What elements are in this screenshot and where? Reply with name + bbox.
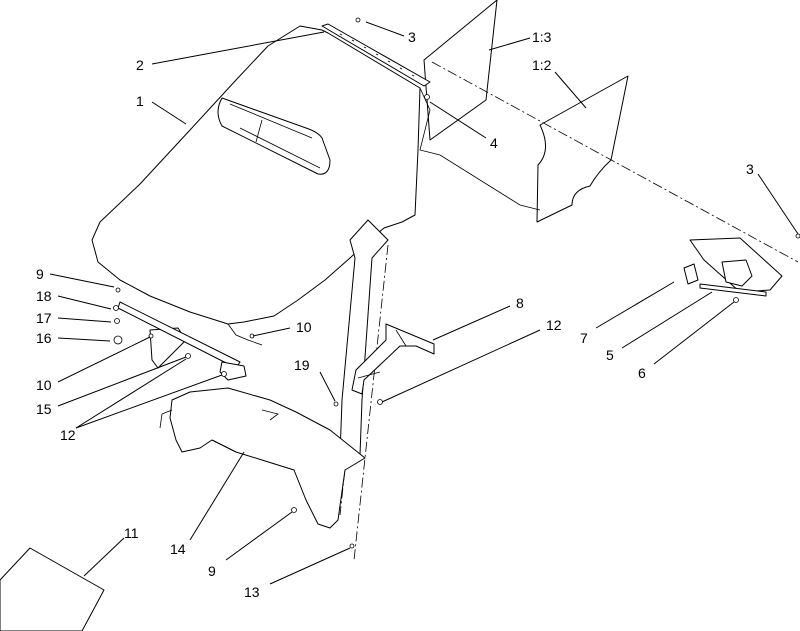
callout-12-mid: 12 (546, 317, 562, 333)
screw-3-top (355, 17, 361, 23)
callout-9-bottom: 9 (208, 563, 216, 579)
callout-1-2: 1:2 (532, 57, 552, 73)
latch-body (721, 259, 753, 287)
screw-6 (733, 297, 739, 303)
projection-line-rear (431, 61, 799, 263)
hinge-holes (339, 33, 415, 77)
callout-7: 7 (580, 330, 588, 346)
latch-bracket-detail (357, 329, 407, 379)
washer-17 (114, 318, 120, 324)
decal-1-2 (536, 75, 629, 223)
lower-shield (169, 387, 366, 529)
screw-13 (349, 543, 355, 549)
callout-1-3: 1:3 (532, 29, 552, 45)
decal-1-3 (423, 0, 498, 141)
hood-vent-inner (229, 103, 321, 169)
screw-9 (115, 287, 121, 293)
nut-12-mid (377, 399, 383, 405)
pivot-plate (219, 361, 247, 381)
callout-14: 14 (170, 541, 186, 557)
callout-5: 5 (606, 347, 614, 363)
callout-13: 13 (244, 584, 260, 600)
lower-shield-flange (159, 409, 279, 453)
callout-1: 1 (136, 93, 144, 109)
screw-19 (333, 401, 339, 407)
hood (91, 25, 421, 325)
callout-10-mid: 10 (296, 319, 312, 335)
callout-18: 18 (36, 288, 52, 304)
projection-line-bracket (353, 244, 389, 561)
callout-10-left: 10 (36, 377, 52, 393)
callout-9-left: 9 (36, 266, 44, 282)
nut-12-b (221, 371, 227, 377)
callout-15: 15 (36, 401, 52, 417)
screw-9-bottom (291, 507, 297, 513)
callout-3-top: 3 (408, 29, 416, 45)
callout-4: 4 (490, 135, 498, 151)
callout-11: 11 (124, 525, 139, 541)
hinge-strip (321, 23, 431, 87)
leader-lines (49, 21, 799, 585)
latch-rod (699, 283, 767, 297)
nut-4 (424, 94, 430, 100)
latch-clip-7 (683, 263, 699, 285)
latch-bracket (351, 323, 435, 395)
screw-3-right (795, 233, 800, 239)
rubber-bumper (113, 335, 123, 345)
callout-16: 16 (36, 330, 52, 346)
callout-12-left: 12 (60, 427, 76, 443)
callout-2: 2 (136, 57, 144, 73)
nut-12-a (185, 353, 191, 359)
callout-19: 19 (294, 357, 310, 373)
callout-17: 17 (36, 310, 52, 326)
spacer-18 (113, 305, 119, 311)
callout-3-right: 3 (746, 161, 754, 177)
callout-8: 8 (516, 295, 524, 311)
hood-rear-edge (419, 87, 541, 211)
hood-vent (217, 97, 331, 175)
decal-11 (0, 547, 105, 631)
callout-6: 6 (638, 365, 646, 381)
hood-lower-lip (227, 323, 263, 346)
